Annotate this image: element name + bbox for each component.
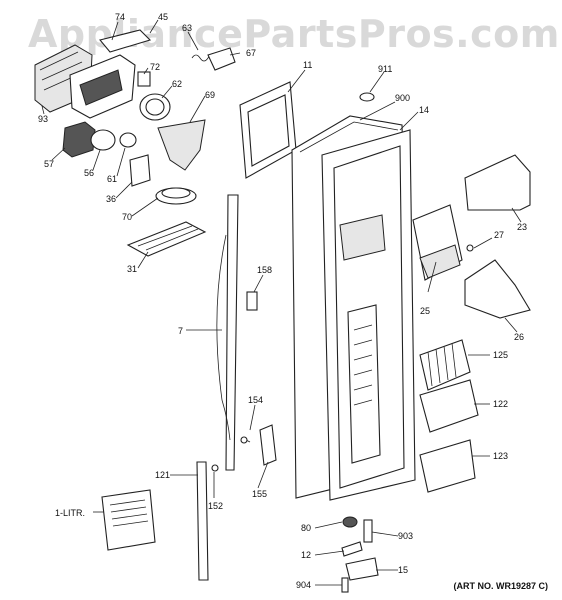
part-125-rack [419,339,471,391]
callout-23: 23 [517,222,527,232]
part-31-grille [126,221,207,257]
part-67-bracket [207,47,236,71]
callout-63: 63 [182,23,192,33]
part-904-screw [341,577,349,593]
callout-125: 125 [493,350,508,360]
callout-62: 62 [172,79,182,89]
part-122-shelf [419,379,479,433]
callout-122: 122 [493,399,508,409]
part-26-cover [464,259,531,319]
callout-26: 26 [514,332,524,342]
callout-123: 123 [493,451,508,461]
callout-15: 15 [398,565,408,575]
callout-56: 56 [84,168,94,178]
part-70-ring [155,187,197,205]
callout-57: 57 [44,159,54,169]
part-11-frame [239,81,297,179]
part-15-hinge [345,557,379,581]
callout-911: 911 [378,64,392,74]
callout-45: 45 [158,12,168,22]
callout-93: 93 [38,114,48,124]
callout-12: 12 [301,550,311,560]
callout-61: 61 [107,174,117,184]
callout-67: 67 [246,48,256,58]
callout-154: 154 [248,395,263,405]
callout-labels: 74 45 63 67 72 93 62 69 57 56 61 36 70 3… [38,12,527,590]
callout-121: 121 [155,470,170,480]
part-12-plate [341,541,363,557]
part-154-screw [240,436,251,444]
part-control-housing [34,29,152,119]
leader-lines [41,19,522,586]
callout-903: 903 [398,531,413,541]
part-903-pin [363,519,373,543]
callout-69: 69 [205,90,215,100]
part-158-clip [246,291,258,311]
callout-14: 14 [419,105,429,115]
callout-155: 155 [252,489,267,499]
callout-72: 72 [150,62,160,72]
callout-31: 31 [127,264,137,274]
callout-74: 74 [115,12,125,22]
part-123-bin [419,439,476,493]
callout-36: 36 [106,194,116,204]
callout-70: 70 [122,212,132,222]
part-155-hinge [259,424,277,466]
callout-11: 11 [303,60,312,70]
part-manual [101,489,156,551]
callout-904: 904 [296,580,311,590]
part-121-strip [196,461,209,581]
callout-25: 25 [420,306,430,316]
callout-900: 900 [395,93,410,103]
part-14-liner [321,129,416,501]
callout-80: 80 [301,523,311,533]
part-152-screw [211,464,219,472]
part-56-motor [90,129,116,151]
part-36-bracket [129,154,151,187]
part-23-cover [464,154,531,211]
callout-152: 152 [208,501,223,511]
part-62-ring [139,93,171,121]
callout-1-litr: 1-LITR. [55,508,85,518]
art-number: (ART NO. WR19287 C) [453,581,548,591]
part-27-screw [466,244,474,252]
part-25-bin [412,204,463,281]
callout-158: 158 [257,265,272,275]
callout-27: 27 [494,230,504,240]
part-61-knob [119,132,137,148]
part-911-cap [359,92,375,102]
callout-7: 7 [178,326,183,336]
part-57-box [62,121,96,158]
part-69-funnel [157,119,206,171]
part-72-clip [137,71,151,87]
part-7-strip [216,194,239,471]
part-80-bushing [342,516,358,528]
